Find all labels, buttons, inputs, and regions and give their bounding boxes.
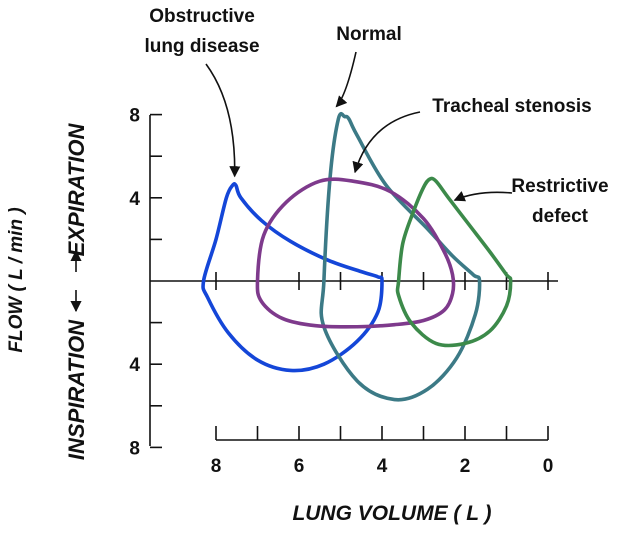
- annotation-label: Normal: [336, 24, 401, 45]
- x-axis-title: LUNG VOLUME ( L ): [292, 502, 491, 525]
- x-tick-label: 2: [460, 456, 471, 477]
- annotation-label: Restrictive: [511, 176, 608, 197]
- annotation-arrow: [352, 111, 421, 174]
- y-axis-title: FLOW ( L / min ): [6, 207, 27, 352]
- annotation-arrow: [335, 51, 357, 108]
- curve-normal: [319, 111, 482, 402]
- curves: [201, 111, 513, 402]
- curve-tracheal-stenosis: [255, 177, 456, 329]
- y-tick-label: 8: [129, 438, 140, 459]
- x-tick-label: 0: [543, 456, 554, 477]
- inspiration-label: INSPIRATION: [64, 319, 89, 460]
- expiration-label: EXPIRATION: [64, 122, 89, 256]
- x-tick-label: 4: [377, 456, 388, 477]
- expiration-label-group: EXPIRATION: [64, 122, 89, 256]
- annotation-arrow: [205, 63, 241, 178]
- y-ticks: 8 4 4 8: [129, 106, 162, 459]
- inspiration-label-group: INSPIRATION: [64, 319, 89, 460]
- y-tick-label: 4: [129, 189, 140, 210]
- y-axis-title-group: FLOW ( L / min ): [6, 207, 27, 352]
- annotation-label: lung disease: [144, 36, 259, 57]
- annotation-label: Tracheal stenosis: [432, 96, 591, 117]
- y-tick-label: 4: [129, 355, 140, 376]
- annotation-label: defect: [532, 206, 589, 227]
- y-tick-label: 8: [129, 106, 140, 127]
- x-tick-label: 6: [294, 456, 305, 477]
- annotation-label: Obstructive: [149, 6, 255, 27]
- x-tick-label: 8: [211, 456, 222, 477]
- curve-obstructive-lung-disease: [201, 182, 384, 373]
- annotation-arrow: [453, 191, 513, 202]
- x-ticks: 8 6 4 2 0: [211, 272, 554, 477]
- axes: [149, 115, 558, 446]
- curve-restrictive-defect: [395, 176, 513, 348]
